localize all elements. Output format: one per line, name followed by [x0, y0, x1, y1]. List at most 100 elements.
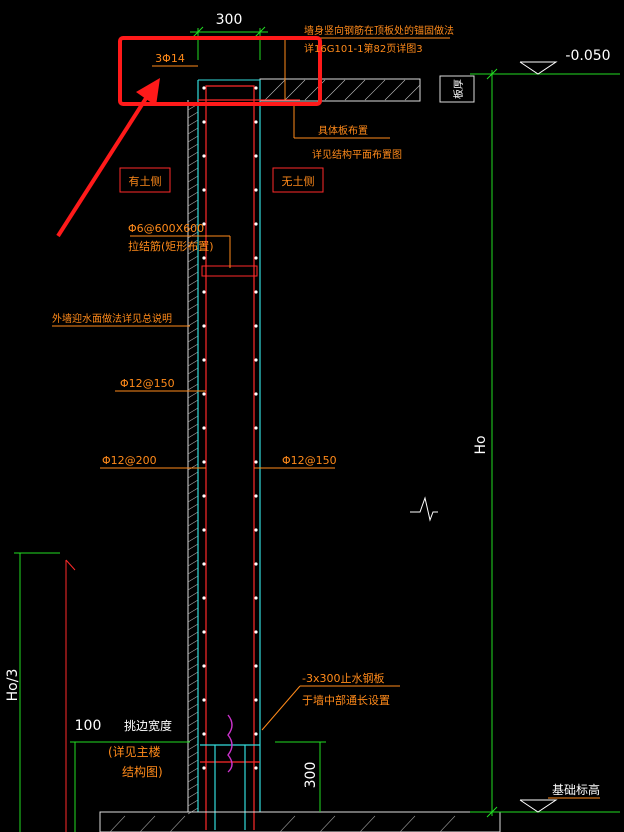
label-foundation-level: 基础标高 [552, 782, 600, 797]
hatch-stroke [187, 295, 199, 303]
hatch-stroke [187, 191, 199, 199]
rebar-dot [254, 698, 258, 702]
rebar-dot [254, 596, 258, 600]
label-vert-rebar-outer: Φ12@200 [102, 454, 157, 467]
hatch-stroke [187, 415, 199, 423]
label-horiz-rebar: Φ12@150 [120, 377, 175, 390]
hatch-stroke [187, 391, 199, 399]
rebar-dot [202, 494, 206, 498]
rebar-dots [202, 86, 258, 770]
tie-bars-line2: 拉结筋(矩形布置) [128, 239, 214, 253]
hatch-stroke [187, 407, 199, 415]
rebar-dot [254, 732, 258, 736]
hatch-stroke [187, 727, 199, 735]
hatch-stroke [187, 607, 199, 615]
rebar-dot [202, 732, 206, 736]
hatch-stroke [187, 399, 199, 407]
rebar-dot [202, 766, 206, 770]
rebar-dot [202, 698, 206, 702]
hatch-stroke [187, 535, 199, 543]
dim-bottom-300: 300 [303, 762, 319, 789]
rebar-dot [202, 256, 206, 260]
soil-side-box [119, 167, 171, 193]
hatch-stroke [187, 655, 199, 663]
highlight-arrow [56, 78, 160, 238]
rebar-dot [254, 120, 258, 124]
hatch-stroke [187, 463, 199, 471]
water-stop-plate [227, 714, 233, 773]
hatch-stroke [187, 695, 199, 703]
hatch-stroke [187, 327, 199, 335]
rebar-dot [202, 596, 206, 600]
hatch-stroke [187, 767, 199, 775]
hatch-stroke [187, 471, 199, 479]
hatch-stroke [187, 487, 199, 495]
note-top-line1: 墙身竖向钢筋在顶板处的锚固做法 [304, 24, 454, 37]
dim-sill-100: 100 [75, 718, 102, 734]
hatch-stroke [187, 711, 199, 719]
rebar-lines [198, 85, 300, 830]
hatch-stroke [187, 559, 199, 567]
hatch-stroke [187, 687, 199, 695]
hatch-stroke [187, 351, 199, 359]
hatch-stroke [187, 383, 199, 391]
rebar-dot [254, 460, 258, 464]
water-stop-line2: 于墙中部通长设置 [302, 693, 390, 707]
see-main-line2: 结构图) [122, 764, 163, 779]
hatch-stroke [187, 439, 199, 447]
hatch-stroke [187, 575, 199, 583]
hatch-stroke [187, 599, 199, 607]
break-line [410, 496, 438, 522]
label-pick-width: 挑边宽度 [124, 718, 172, 733]
hatch-stroke [187, 111, 199, 119]
note-top-line2: 详16G101-1第82页详图3 [304, 42, 423, 55]
hatch-stroke [187, 703, 199, 711]
hatch-stroke [187, 671, 199, 679]
hatch-stroke [187, 359, 199, 367]
rebar-dot [202, 426, 206, 430]
hatch-stroke [187, 551, 199, 559]
wall-outer-hatch [187, 100, 199, 815]
rebar-dot [202, 664, 206, 668]
hatch-stroke [187, 735, 199, 743]
no-soil-side-box [272, 167, 324, 193]
hatch-stroke [187, 623, 199, 631]
hatch-stroke [187, 543, 199, 551]
hatch-stroke [187, 639, 199, 647]
hatch-stroke [187, 743, 199, 751]
hatch-stroke [187, 511, 199, 519]
slab-rebar-line2: 详见结构平面布置图 [312, 148, 402, 161]
hatch-stroke [187, 215, 199, 223]
rebar-dot [254, 256, 258, 260]
hatch-stroke [187, 591, 199, 599]
hatch-stroke [187, 231, 199, 239]
hatch-stroke [187, 303, 199, 311]
hatch-stroke [187, 311, 199, 319]
rebar-dot [254, 664, 258, 668]
label-waterproof: 外墙迎水面做法详见总说明 [52, 312, 172, 325]
rebar-dot [254, 426, 258, 430]
label-no-soil-side: 无土侧 [282, 175, 315, 188]
rebar-dot [254, 630, 258, 634]
rebar-dot [202, 562, 206, 566]
hatch-stroke [187, 239, 199, 247]
rebar-dot [254, 86, 258, 90]
rebar-dot [202, 358, 206, 362]
wall-faces [197, 79, 261, 812]
hatch-stroke [187, 495, 199, 503]
hatch-stroke [187, 175, 199, 183]
hatch-stroke [187, 263, 199, 271]
hatch-stroke [187, 159, 199, 167]
hatch-stroke [187, 663, 199, 671]
hatch-stroke [187, 135, 199, 143]
rebar-dot [254, 358, 258, 362]
hatch-stroke [187, 783, 199, 791]
rebar-dot [202, 120, 206, 124]
rebar-dot [202, 392, 206, 396]
rebar-dot [202, 222, 206, 226]
see-main-line1: (详见主楼 [108, 744, 161, 759]
rebar-dot [254, 766, 258, 770]
hatch-stroke [187, 583, 199, 591]
hatch-stroke [187, 807, 199, 815]
hatch-stroke [187, 223, 199, 231]
